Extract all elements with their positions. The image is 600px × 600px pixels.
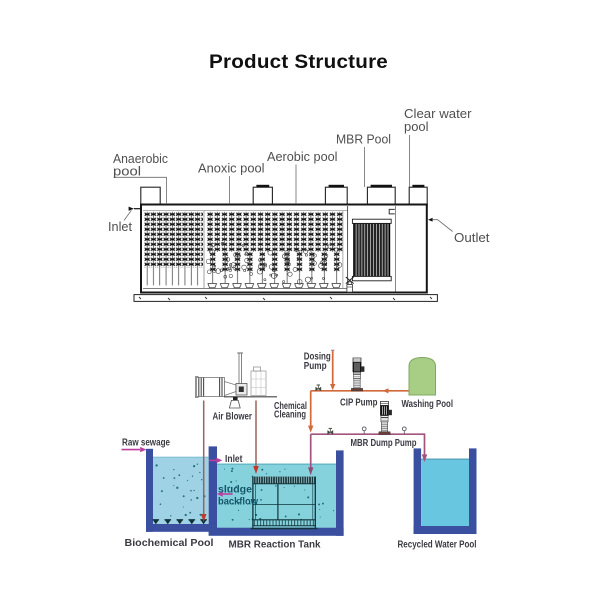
tank-base-skid: [133, 294, 438, 302]
label-inlet-top: Inlet: [108, 220, 132, 234]
label-dosing-pump-2: Pump: [304, 361, 327, 372]
label-aerobic-pool: Aerobic pool: [267, 150, 338, 164]
label-mbr-reaction-tank: MBR Reaction Tank: [229, 540, 321, 551]
label-mbr-pool: MBR Pool: [336, 133, 391, 147]
biochemical-pool-left-wall: [146, 448, 153, 532]
label-clear-water-pool-1: Clear water: [404, 107, 472, 121]
recycled-arrow: [421, 454, 428, 462]
recycled-pool-right-wall: [469, 448, 477, 534]
label-sludge-backflow-1: sludge: [218, 485, 252, 496]
permeate-lines: [308, 433, 428, 476]
bottom-diagram: Raw sewage Air Blower Chemical Cleaning …: [121, 349, 477, 551]
raw-sewage-arrow: [140, 446, 147, 453]
shared-wall: [208, 446, 217, 532]
outlet-fitting: [428, 217, 433, 222]
biochemical-pool-water: [153, 456, 209, 524]
page-title: Product Structure: [209, 51, 388, 73]
wash-flow-arrow: [382, 388, 389, 394]
label-biochemical-pool: Biochemical Pool: [125, 538, 214, 549]
mbr-tank-water: [217, 463, 336, 528]
vent-symbol: [388, 208, 395, 215]
gauge-2: [401, 426, 407, 432]
tank-roof-stubs: [140, 184, 428, 206]
dosing-arrow: [330, 384, 336, 391]
sewage-arrows: [121, 446, 233, 497]
label-dosing-pump-1: Dosing: [304, 351, 331, 362]
label-anaerobic-pool-2: pool: [113, 165, 141, 179]
recycled-pool-left-wall: [413, 448, 422, 534]
label-mbr-dump-pump: MBR Dump Pump: [351, 438, 417, 449]
tank-interior: [128, 206, 433, 293]
mbr-module: [250, 476, 318, 530]
label-raw-sewage: Raw sewage: [122, 438, 170, 449]
mbr-tank-floor: [208, 527, 344, 536]
biochemical-diffusers: [152, 519, 207, 525]
air-arrow-biochemical: [200, 514, 207, 522]
diffuser-cups: [206, 283, 343, 289]
label-cip-pump: CIP Pump: [340, 398, 378, 409]
recycled-pool-water: [421, 458, 469, 526]
recycled-water-pool: [413, 448, 477, 534]
washing-pool-tank: [408, 356, 436, 396]
gauge-1: [361, 426, 367, 432]
label-inlet-bottom: Inlet: [225, 454, 243, 465]
air-lines: [200, 400, 259, 522]
label-recycled-water-pool: Recycled Water Pool: [398, 540, 477, 551]
label-outlet-top: Outlet: [454, 231, 490, 245]
aerobic-media-grid: [206, 211, 343, 252]
cip-pump: [350, 357, 365, 392]
aeration-bubbles: [205, 241, 343, 285]
label-clear-water-pool-2: pool: [404, 120, 429, 134]
mbr-tank-right-wall: [336, 450, 344, 536]
leader-lines: [113, 135, 453, 232]
air-arrow-mbr: [253, 466, 259, 474]
gauges: [361, 426, 407, 435]
tank-drain-valve: [345, 276, 354, 293]
mbr-down-arrow: [308, 467, 314, 476]
label-air-blower: Air Blower: [213, 412, 253, 423]
label-sludge-backflow-2: backflow: [218, 497, 259, 508]
inlet-arrow: [216, 457, 223, 464]
label-anaerobic-pool-1: Anaerobic: [113, 152, 168, 166]
mbr-reaction-tank: [208, 450, 344, 536]
label-washing-pool: Washing Pool: [402, 399, 454, 410]
recycled-pool-floor: [413, 526, 477, 534]
membrane-stripes: [355, 224, 389, 277]
chemical-down-arrow: [308, 425, 314, 433]
label-chemical-cleaning-2: Cleaning: [274, 409, 306, 420]
sludge-backflow-arrow: [216, 491, 223, 497]
biochemical-pool-floor: [146, 523, 217, 532]
membrane-module: [351, 218, 392, 282]
anaerobic-media-strings: [144, 267, 203, 286]
label-anoxic-pool: Anoxic pool: [198, 162, 265, 176]
top-diagram: Anaerobic pool Anoxic pool Aerobic pool …: [108, 107, 490, 302]
biochemical-pool: [146, 446, 217, 532]
label-chemical-cleaning-1: Chemical: [274, 401, 307, 412]
inlet-fitting: [128, 206, 141, 211]
mbr-dump-pump: [378, 400, 393, 435]
anaerobic-media-grid: [144, 211, 203, 268]
air-blower: [195, 352, 277, 409]
